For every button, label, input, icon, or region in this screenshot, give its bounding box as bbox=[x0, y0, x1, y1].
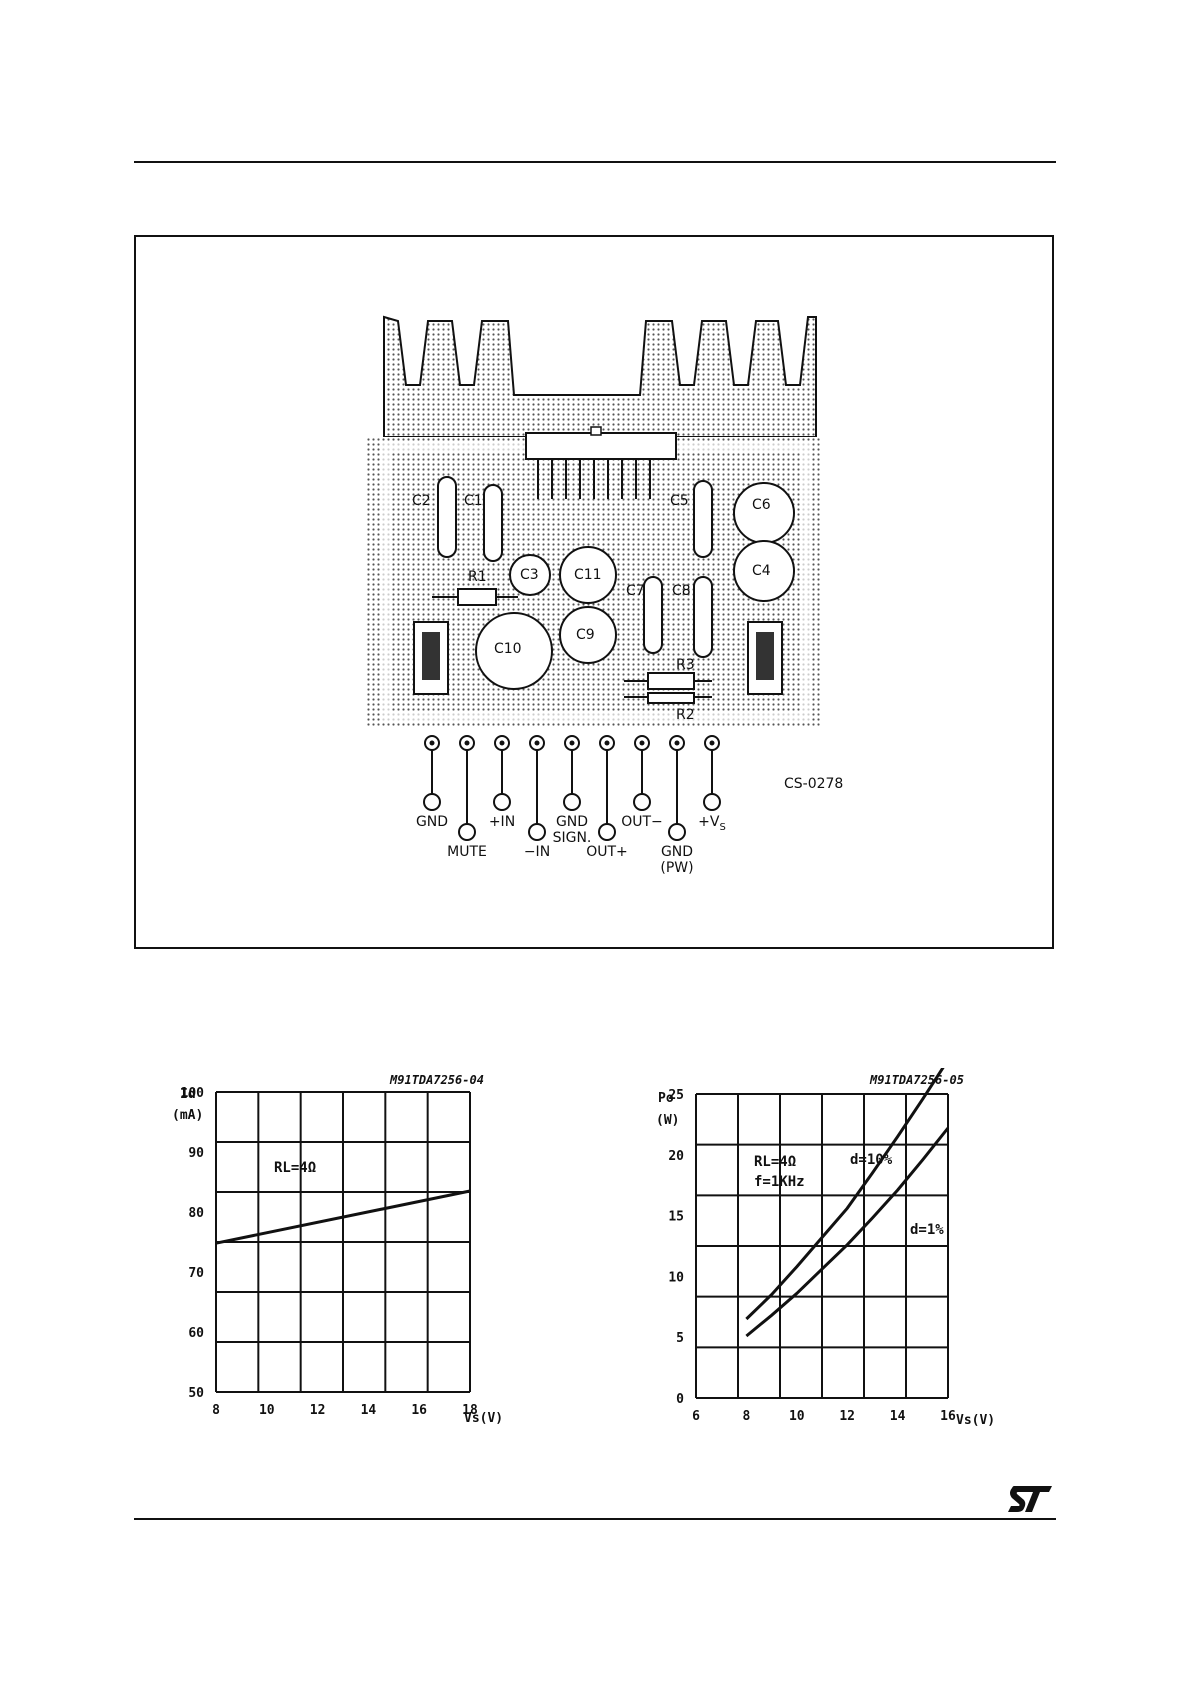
y-tick-label: 100 bbox=[181, 1086, 205, 1101]
x-tick-label: 16 bbox=[411, 1403, 427, 1418]
header-rule bbox=[134, 161, 1056, 163]
label-c7: C7 bbox=[626, 583, 645, 599]
pin-label: −IN bbox=[524, 844, 550, 860]
pin-terminal bbox=[704, 794, 720, 810]
pin-label: +VS bbox=[698, 814, 726, 833]
y-tick-label: 15 bbox=[668, 1210, 684, 1225]
pin-terminal bbox=[564, 794, 580, 810]
label-c1: C1 bbox=[464, 493, 483, 509]
y-axis-unit: (mA) bbox=[172, 1108, 203, 1123]
label-c4: C4 bbox=[752, 563, 771, 579]
x-tick-label: 10 bbox=[789, 1409, 805, 1424]
x-tick-label: 18 bbox=[462, 1403, 478, 1418]
pin-terminal bbox=[494, 794, 510, 810]
pin-terminal bbox=[529, 824, 545, 840]
pin-terminal bbox=[424, 794, 440, 810]
pin-sublabel: (PW) bbox=[660, 860, 693, 876]
label-c11: C11 bbox=[574, 567, 602, 583]
pin-label: MUTE bbox=[447, 844, 487, 860]
pin-label: OUT+ bbox=[586, 844, 628, 860]
pin-terminal bbox=[459, 824, 475, 840]
x-axis-label: Vs(V) bbox=[956, 1413, 995, 1428]
y-tick-label: 0 bbox=[676, 1392, 684, 1407]
label-c2: C2 bbox=[412, 493, 431, 509]
label-c5: C5 bbox=[670, 493, 689, 509]
y-tick-label: 25 bbox=[668, 1088, 684, 1103]
y-tick-label: 10 bbox=[668, 1270, 684, 1285]
y-tick-label: 50 bbox=[188, 1386, 204, 1401]
y-axis-unit: (W) bbox=[656, 1113, 679, 1128]
pcb-layout-drawing: C2 C1 C5 C6 C3 C11 C4 C7 C8 R1 C10 C9 R3… bbox=[136, 237, 1052, 947]
x-tick-label: 8 bbox=[742, 1409, 750, 1424]
y-tick-label: 80 bbox=[188, 1206, 204, 1221]
x-tick-label: 10 bbox=[259, 1403, 275, 1418]
x-tick-label: 6 bbox=[692, 1409, 700, 1424]
label-c6: C6 bbox=[752, 497, 771, 513]
pin-terminal bbox=[634, 794, 650, 810]
heatsink bbox=[384, 317, 816, 437]
label-c3: C3 bbox=[520, 567, 539, 583]
pin-label: GND bbox=[416, 814, 448, 830]
pcb-layout-figure: C2 C1 C5 C6 C3 C11 C4 C7 C8 R1 C10 C9 R3… bbox=[134, 235, 1054, 949]
label-r2: R2 bbox=[676, 707, 695, 723]
annotation-rl: RL=4Ω bbox=[754, 1154, 796, 1170]
y-tick-label: 60 bbox=[188, 1326, 204, 1341]
y-tick-label: 70 bbox=[188, 1266, 204, 1281]
x-tick-label: 8 bbox=[212, 1403, 220, 1418]
st-logo bbox=[1006, 1484, 1056, 1514]
pin-label: GND bbox=[661, 844, 693, 860]
pin-terminal bbox=[669, 824, 685, 840]
y-tick-label: 90 bbox=[188, 1146, 204, 1161]
label-c8: C8 bbox=[672, 583, 691, 599]
label-r1: R1 bbox=[468, 569, 487, 585]
footer-rule bbox=[134, 1518, 1056, 1520]
curve-label-d1: d=1% bbox=[910, 1222, 944, 1238]
annotation-rl: RL=4Ω bbox=[274, 1160, 316, 1176]
chart-code: M91TDA7256-04 bbox=[389, 1073, 484, 1087]
x-tick-label: 14 bbox=[890, 1409, 906, 1424]
x-tick-label: 12 bbox=[839, 1409, 855, 1424]
label-r3: R3 bbox=[676, 657, 695, 673]
chart-code: M91TDA7256-05 bbox=[869, 1073, 964, 1087]
board-code: CS-0278 bbox=[784, 776, 843, 792]
label-c10: C10 bbox=[494, 641, 522, 657]
y-tick-label: 5 bbox=[676, 1331, 684, 1346]
chart-po-vs-vs: M91TDA7256-05 Po (W) RL=4Ω f=1KHz d=10% … bbox=[650, 1068, 1040, 1438]
pin-label: GND bbox=[556, 814, 588, 830]
x-tick-label: 12 bbox=[310, 1403, 326, 1418]
pin-terminal bbox=[599, 824, 615, 840]
series-line bbox=[746, 1068, 948, 1319]
y-tick-label: 20 bbox=[668, 1149, 684, 1164]
x-tick-label: 14 bbox=[361, 1403, 377, 1418]
label-c9: C9 bbox=[576, 627, 595, 643]
pin-label: OUT− bbox=[621, 814, 663, 830]
pin-label: +IN bbox=[489, 814, 515, 830]
x-tick-label: 16 bbox=[940, 1409, 956, 1424]
